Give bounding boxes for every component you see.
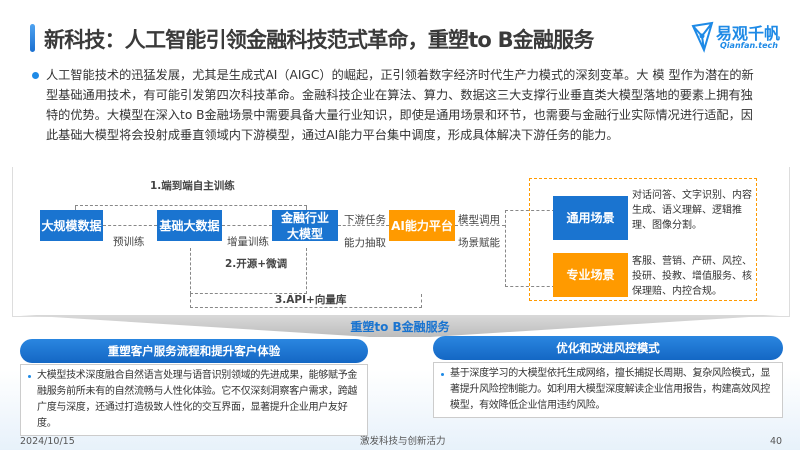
arrow-incr: [222, 225, 272, 226]
path2-line: [190, 248, 307, 294]
path1-label: 1.端到端自主训练: [150, 180, 235, 192]
card-right-text: 基于深度学习的大模型依托生成网络，擅长捕捉长周期、复杂风险模式，显著提升风险控制…: [450, 368, 771, 411]
logo-url: Qianfan.tech: [720, 41, 778, 50]
page-title: 新科技：人工智能引领金融科技范式革命，重塑to B金融服务: [44, 28, 594, 52]
edge-down2-label: 能力抽取: [344, 237, 386, 249]
card-left-title: 重塑客户服务流程和提升客户体验: [20, 339, 368, 363]
arrow-down: [338, 225, 389, 226]
banner-label: 重塑to B金融服务: [350, 320, 450, 334]
bullet-icon: [441, 373, 444, 376]
special-scenario-desc: 客服、营销、产研、风控、投研、投教、增值服务、核保理赔、内控合规。: [632, 256, 752, 297]
edge-down1-label: 下游任务: [344, 214, 386, 226]
footer-date: 2024/10/15: [20, 436, 75, 447]
node-base-data: 基础大数据: [157, 210, 222, 241]
path3-line: [190, 294, 422, 308]
footer-slogan: 激发科技与创新活力: [360, 436, 446, 447]
card-right-body: 基于深度学习的大模型依托生成网络，擅长捕捉长周期、复杂风险模式，显著提升风险控制…: [433, 362, 783, 418]
arrow-pretrain: [103, 225, 157, 226]
general-scenario-desc: 对话问答、文字识别、内容生成、语义理解、逻辑推理、图像分割。: [632, 190, 752, 231]
edge-pretrain-label: 预训练: [113, 236, 145, 248]
edge-call1-label: 模型调用: [458, 214, 500, 226]
node-general-scenario: 通用场景: [553, 196, 628, 240]
logo-text: 易观千帆: [716, 24, 781, 43]
title-accent-bar: [30, 24, 35, 52]
node-ai-platform: AI能力平台: [389, 210, 455, 241]
node-large-data: 大规模数据: [40, 210, 103, 241]
sail-icon: [691, 21, 714, 53]
logo: 易观千帆 Qianfan.tech: [690, 20, 795, 54]
edge-call2-label: 场景赋能: [458, 237, 500, 249]
arrow-call: [455, 225, 505, 226]
path2-label: 2.开源+微调: [225, 258, 288, 270]
node-special-scenario: 专业场景: [553, 253, 628, 297]
bullet-icon: [32, 72, 39, 79]
card-right-title: 优化和改进风控模式: [433, 336, 783, 360]
arrow-branch: [505, 210, 555, 287]
page-number: 40: [770, 436, 783, 447]
edge-incr-label: 增量训练: [227, 236, 269, 248]
path1-line: [75, 205, 307, 210]
node-fin-model: 金融行业大模型: [272, 210, 338, 241]
card-left-text: 大模型技术深度融合自然语言处理与语音识别领域的先进成果，能够赋予金融服务前所未有…: [37, 370, 358, 429]
bullet-icon: [28, 375, 31, 378]
card-left-body: 大模型技术深度融合自然语言处理与语音识别领域的先进成果，能够赋予金融服务前所未有…: [20, 364, 368, 436]
scenario-group: [529, 178, 757, 301]
path3-label: 3.API+向量库: [275, 294, 347, 306]
intro-paragraph: 人工智能技术的迅猛发展，尤其是生成式AI（AIGC）的崛起，正引领着数字经济时代…: [46, 68, 754, 142]
